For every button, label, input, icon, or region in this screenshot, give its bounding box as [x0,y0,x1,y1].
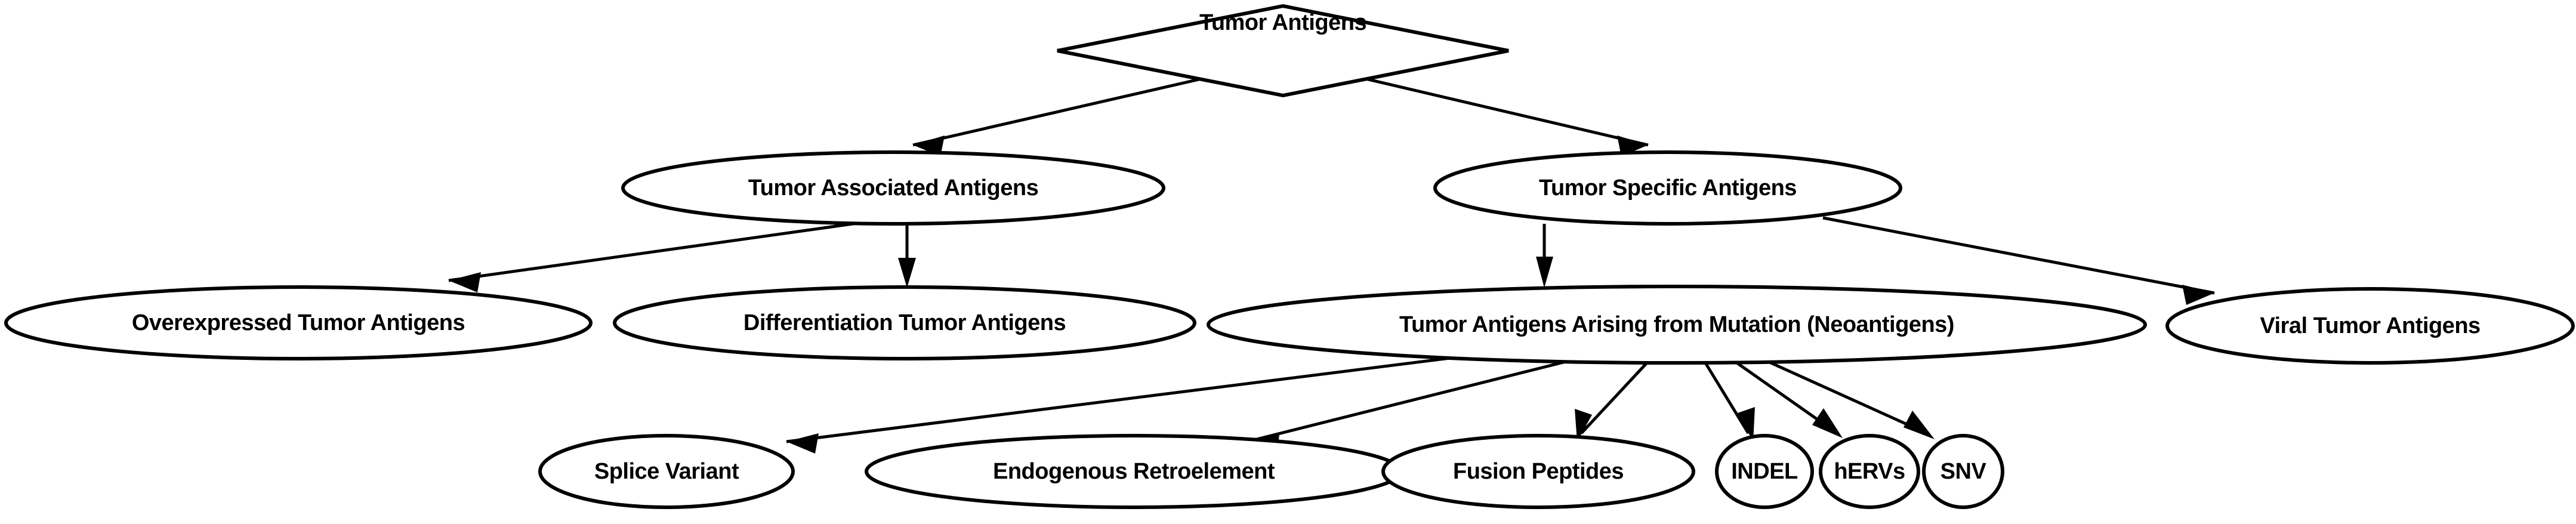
hervs-ellipse-shape [1819,434,1920,509]
edge-tumor-specific-to-neoantigens [1536,224,1553,288]
hervs-label: hERVs [1834,459,1905,484]
fusion-peptides-label: Fusion Peptides [1453,459,1624,484]
edge-tumor-associated-to-overexpressed [448,220,871,292]
node-tumor-associated-antigens[interactable]: Tumor Associated Antigens [621,150,1165,226]
edge-neoantigens-to-indel [1704,362,1755,442]
fusion-peptides-ellipse-shape [1381,434,1695,509]
edge-root-to-tumor-associated [912,73,1218,156]
endogenous-retroelement-label: Endogenous Retroelement [993,459,1275,484]
snv-ellipse-shape [1922,434,2004,509]
edge-neoantigens-to-hervs [1732,359,1843,438]
edge-tumor-associated-to-differentiation [898,226,916,288]
edge-tumor-specific-to-viral [1822,216,2215,305]
node-neoantigens[interactable]: Tumor Antigens Arising from Mutation (Ne… [1207,285,2147,365]
node-indel[interactable]: INDEL [1715,434,1814,509]
indel-label: INDEL [1731,459,1798,484]
differentiation-tumor-antigens-label: Differentiation Tumor Antigens [744,310,1066,335]
node-fusion-peptides[interactable]: Fusion Peptides [1381,434,1695,509]
snv-label: SNV [1941,459,1987,484]
node-splice-variant[interactable]: Splice Variant [538,434,795,509]
neoantigens-label: Tumor Antigens Arising from Mutation (Ne… [1399,312,1954,337]
edge-neoantigens-to-splice-variant [786,356,1451,454]
tumor-associated-antigens-label: Tumor Associated Antigens [748,175,1039,201]
node-differentiation-tumor-antigens[interactable]: Differentiation Tumor Antigens [613,285,1196,360]
tumor-antigens-label: Tumor Antigens [1199,10,1366,35]
edge-layer [448,73,2215,454]
tumor-specific-antigens-label: Tumor Specific Antigens [1539,175,1797,201]
tumor-antigens-diamond-shape [1057,4,1509,98]
overexpressed-tumor-antigens-label: Overexpressed Tumor Antigens [132,310,465,335]
differentiation-tumor-antigens-ellipse-shape [613,285,1196,360]
edge-neoantigens-to-fusion-peptides [1575,362,1648,442]
edge-neoantigens-to-snv [1759,356,1935,439]
splice-variant-label: Splice Variant [594,459,739,484]
overexpressed-tumor-antigens-ellipse-shape [4,285,593,360]
neoantigens-ellipse-shape [1207,285,2147,365]
node-snv[interactable]: SNV [1922,434,2004,509]
node-tumor-specific-antigens[interactable]: Tumor Specific Antigens [1433,150,1902,226]
node-hervs[interactable]: hERVs [1819,434,1920,509]
viral-tumor-antigens-ellipse-shape [2165,287,2575,365]
node-layer: Tumor Antigens Tumor Associated Antigens… [4,4,2575,509]
tumor-associated-antigens-ellipse-shape [621,150,1165,226]
edge-root-to-tumor-specific [1350,73,1649,156]
node-viral-tumor-antigens[interactable]: Viral Tumor Antigens [2165,287,2575,365]
tumor-specific-antigens-ellipse-shape [1433,150,1902,226]
node-tumor-antigens[interactable]: Tumor Antigens [1057,4,1509,98]
viral-tumor-antigens-label: Viral Tumor Antigens [2260,313,2480,338]
node-endogenous-retroelement[interactable]: Endogenous Retroelement [865,434,1403,509]
node-overexpressed-tumor-antigens[interactable]: Overexpressed Tumor Antigens [4,285,593,360]
splice-variant-ellipse-shape [538,434,795,509]
indel-ellipse-shape [1715,434,1814,509]
